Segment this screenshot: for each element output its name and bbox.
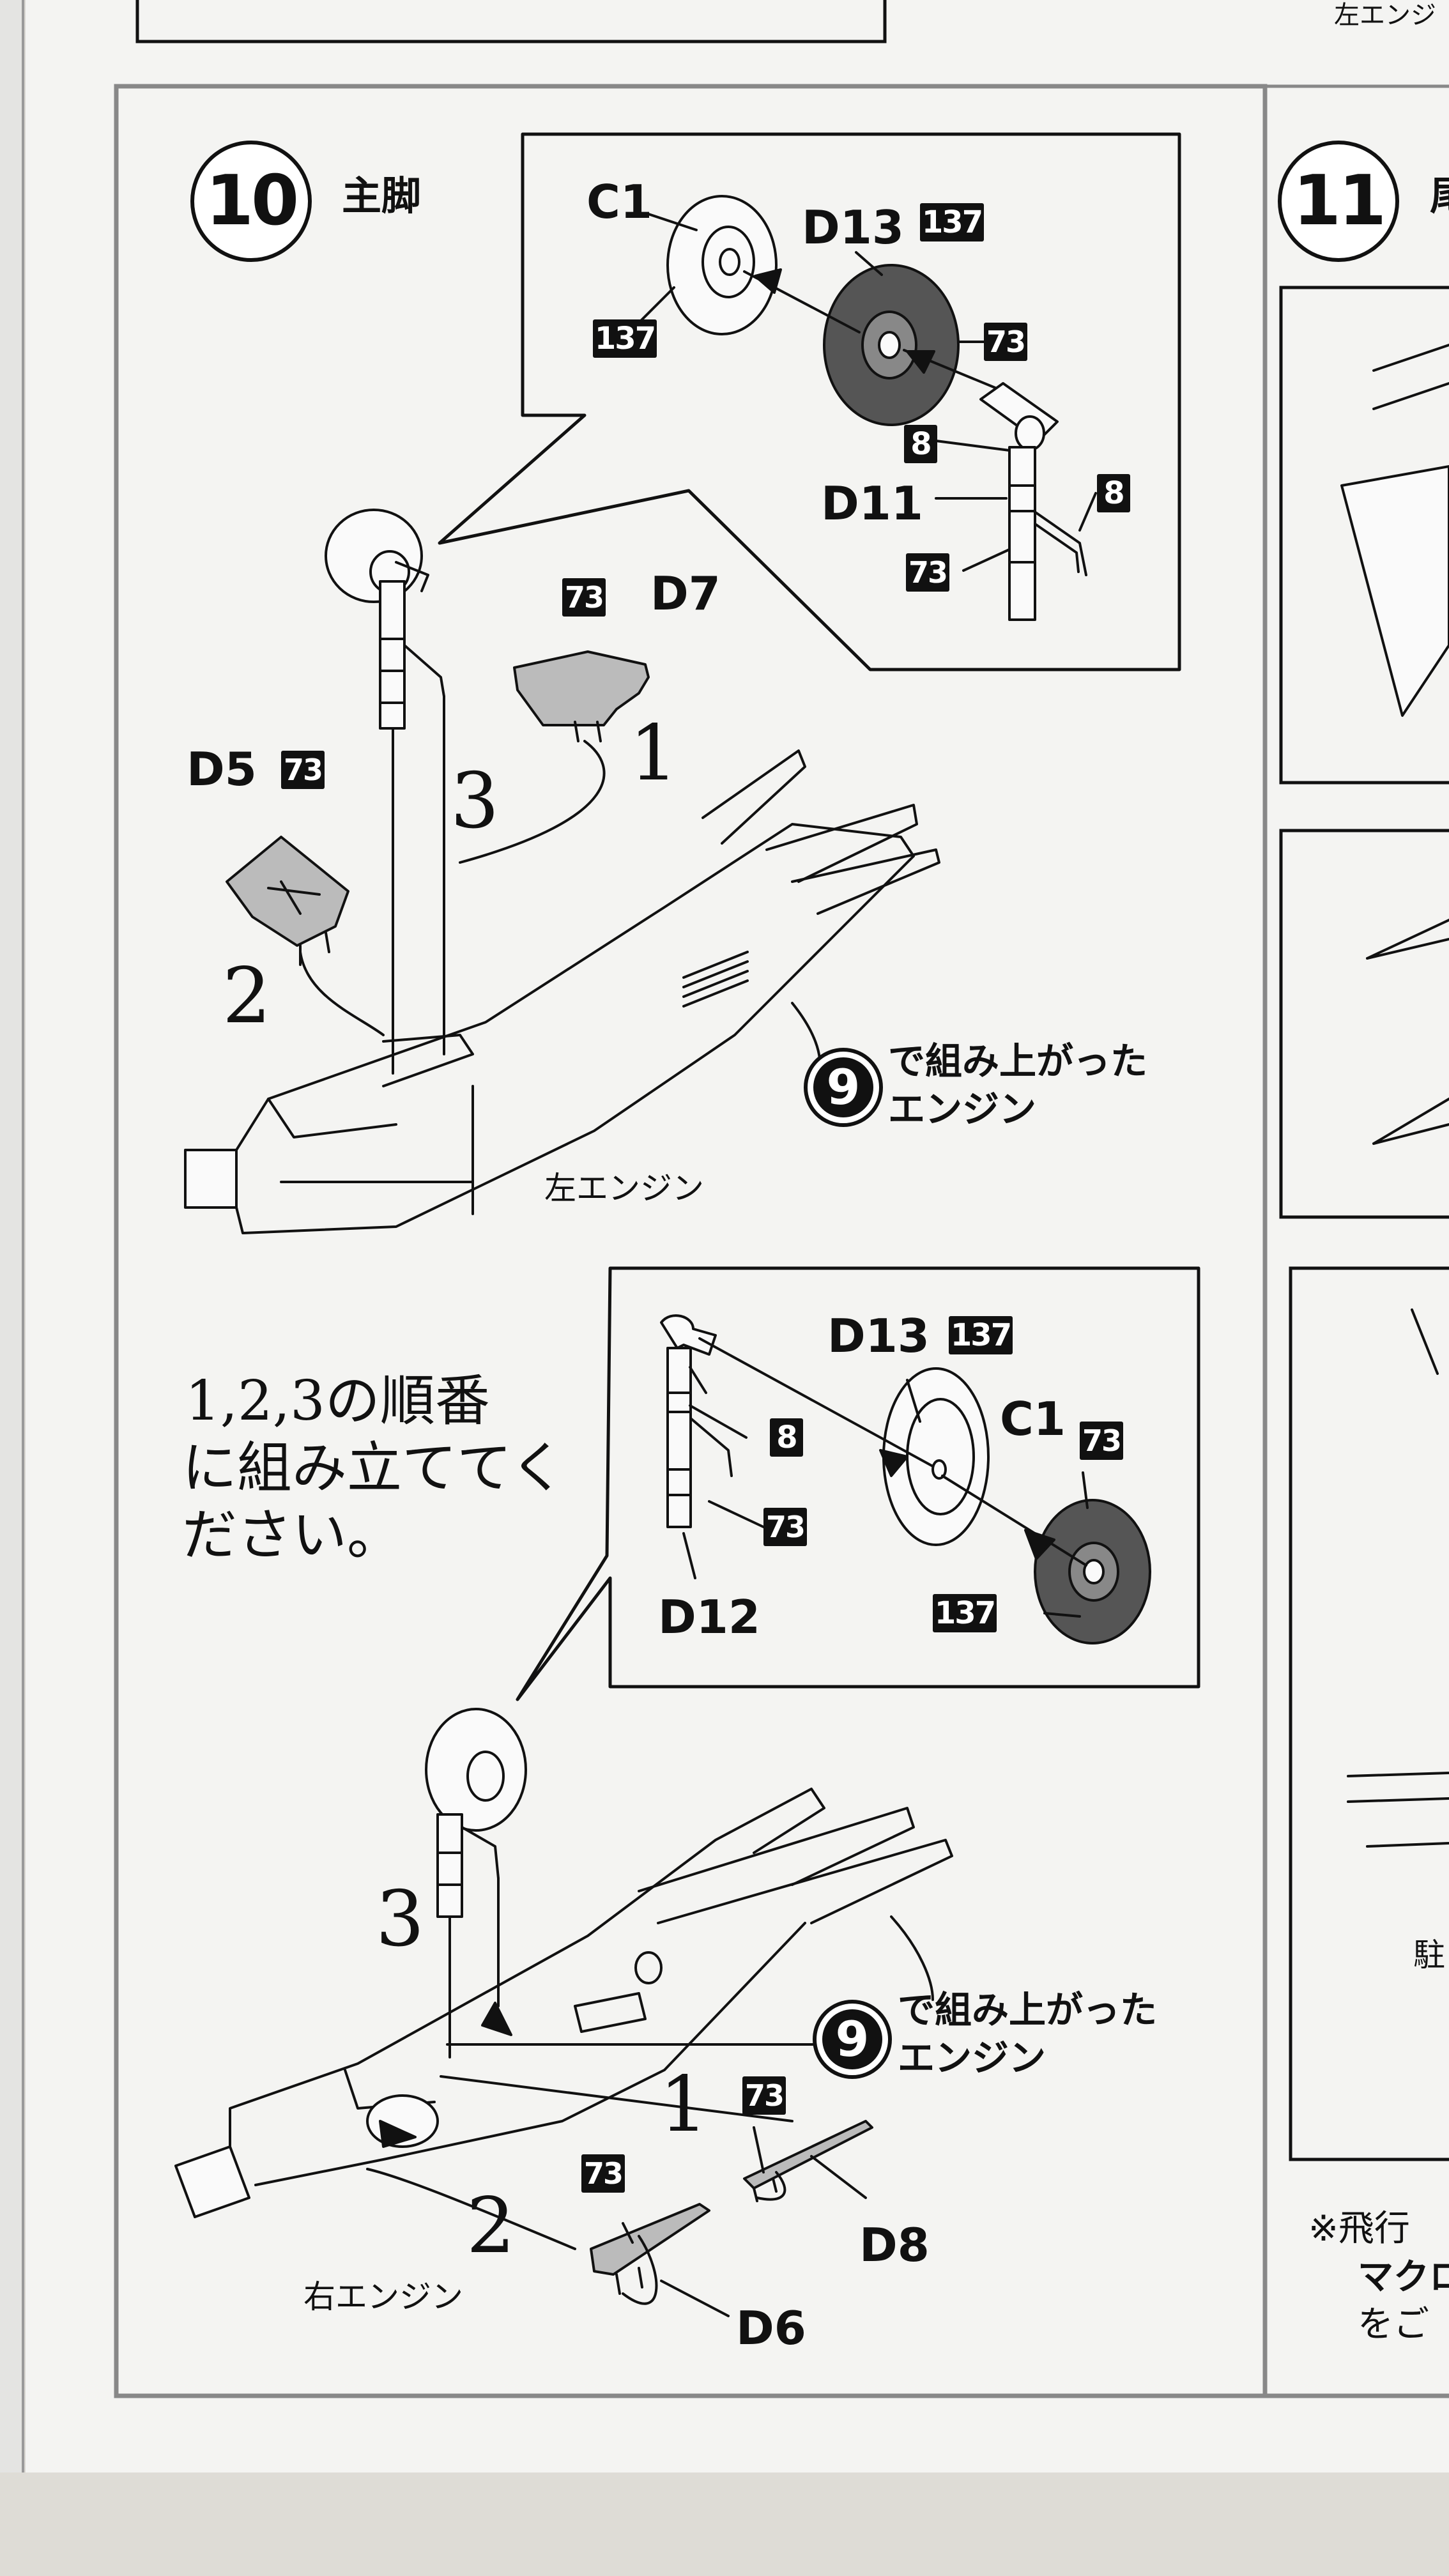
part-d6: [590, 2203, 710, 2276]
part-label-d7: D7: [650, 567, 721, 620]
step-11-number: 11: [1278, 141, 1399, 262]
step-11-caption-fragment: 駐: [1413, 1936, 1445, 1974]
strut-d11: [979, 382, 1087, 621]
lower-callout-bubble: [516, 1266, 1200, 1701]
order-1-upper: 1: [629, 709, 678, 798]
engine-ref-text-lower-1: で組み上がった: [898, 1988, 1158, 2032]
assembly-order-instruction-line-2: に組み立ててく: [182, 1436, 565, 1500]
upper-callout-bubble: [438, 132, 1181, 671]
arrow-c1-to-d13: [754, 268, 782, 294]
badge-8-upper-right: 8: [1097, 474, 1130, 512]
badge-73-c1-upper: 73: [984, 323, 1027, 361]
arrow-lower-bay: [379, 2120, 417, 2148]
badge-73-d11: 73: [906, 553, 949, 592]
upper-main-gear-assembly: [325, 509, 445, 730]
part-label-d5: D5: [187, 742, 257, 796]
order-2-upper: 2: [222, 952, 272, 1041]
part-label-d13-lower: D13: [827, 1309, 930, 1363]
engine-ref-text-upper-2: エンジン: [888, 1087, 1037, 1131]
badge-137-c1-lower: 137: [933, 1594, 997, 1632]
badge-137-d13-lower: 137: [949, 1316, 1013, 1354]
left-engine-body: [184, 749, 940, 1234]
part-label-c1-upper: C1: [586, 175, 652, 229]
part-label-d12: D12: [658, 1590, 760, 1644]
step-10-number: 10: [190, 141, 312, 262]
badge-73-d7: 73: [562, 578, 606, 617]
arrow-d13-to-c1: [1024, 1529, 1055, 1560]
part-label-d11: D11: [821, 477, 923, 530]
lower-main-gear-assembly: [425, 1708, 527, 1918]
order-2-lower: 2: [466, 2182, 516, 2271]
arrow-d13-to-strut: [906, 350, 935, 374]
engine-ref-step-9-lower-num: 9: [822, 2009, 882, 2069]
order-1-lower: 1: [659, 2060, 709, 2149]
strut-d12: [660, 1314, 733, 1528]
step-10-title: 主脚: [342, 172, 422, 219]
top-fragment-text: 左エンジ: [1334, 1, 1436, 30]
assembly-order-instruction-line-3: ださい。: [182, 1503, 402, 1567]
assembly-order-instruction-line-1: 1,2,3の順番: [185, 1369, 490, 1433]
order-3-lower: 3: [376, 1875, 425, 1964]
engine-ref-step-9-upper: 9: [804, 1048, 883, 1127]
wheel-c1-upper: [666, 195, 778, 335]
arrow-lower-strut-in: [481, 2002, 512, 2036]
engine-ref-step-9-lower: 9: [813, 2000, 892, 2079]
step-11-footnote-line-1: ※飛行: [1308, 2208, 1410, 2250]
left-engine-label: 左エンジン: [544, 1170, 704, 1207]
part-label-d6: D6: [736, 2301, 806, 2355]
badge-73-d12: 73: [763, 1508, 807, 1546]
badge-8-upper-top: 8: [904, 425, 937, 463]
part-label-c1-lower: C1: [1000, 1392, 1066, 1446]
engine-ref-text-upper-1: で組み上がった: [888, 1039, 1148, 1083]
badge-137-d13-upper: 137: [920, 203, 984, 241]
badge-73-d5: 73: [281, 751, 325, 789]
badge-73-d8: 73: [742, 2076, 786, 2115]
part-label-d8: D8: [859, 2218, 930, 2272]
engine-ref-step-9-upper-num: 9: [813, 1057, 873, 1117]
step-11-footnote-line-2: マクロ: [1358, 2257, 1449, 2298]
part-d7: [513, 650, 650, 726]
step-11-footnote-line-3: をご: [1358, 2304, 1429, 2345]
step-11-title-fragment: 尾: [1430, 171, 1449, 221]
badge-8-lower: 8: [770, 1418, 803, 1457]
badge-137-c1-upper: 137: [593, 319, 657, 358]
order-3-upper: 3: [450, 757, 500, 846]
badge-73-d6: 73: [581, 2154, 625, 2193]
engine-ref-text-lower-2: エンジン: [898, 2036, 1046, 2080]
badge-73-c1-lower: 73: [1080, 1422, 1123, 1460]
arrow-strut-to-d13: [879, 1449, 908, 1477]
part-d8: [743, 2120, 873, 2189]
right-engine-label: 右エンジン: [303, 2278, 463, 2315]
part-label-d13-upper: D13: [802, 201, 904, 254]
